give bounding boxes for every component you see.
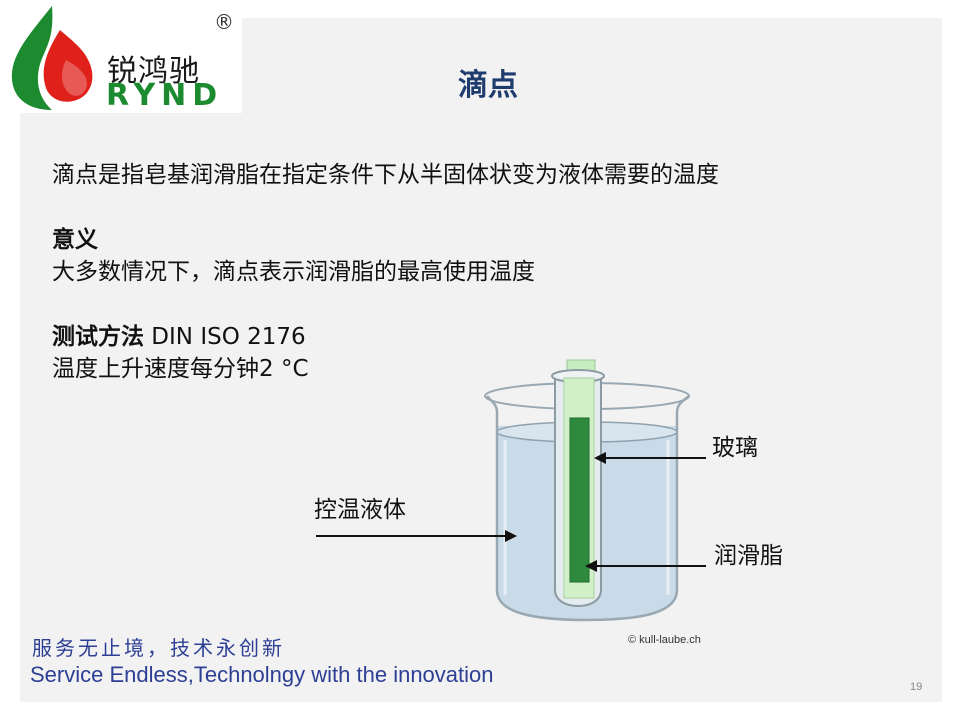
- grease-sample: [569, 417, 590, 583]
- beaker-wall: [486, 395, 690, 622]
- page-title: 滴点: [458, 68, 518, 103]
- arrowhead-fluid-icon: [505, 530, 517, 542]
- method-heading: 测试方法: [52, 324, 144, 350]
- label-control-fluid: 控温液体: [314, 497, 406, 523]
- method-line: 测试方法 DIN ISO 2176: [52, 317, 306, 351]
- slogan-chinese: 服务无止境，技术永创新: [32, 636, 285, 660]
- slogan-english: Service Endless,Technolngy with the inno…: [30, 662, 494, 687]
- logo-chinese-name: 锐鸿驰: [107, 54, 200, 89]
- registered-mark: ®: [214, 10, 234, 34]
- slide-background: [20, 18, 942, 702]
- meaning-text: 大多数情况下，滴点表示润滑脂的最高使用温度: [52, 259, 535, 285]
- definition-text: 滴点是指皂基润滑脂在指定条件下从半固体状变为液体需要的温度: [52, 162, 719, 188]
- arrowhead-grease-icon: [585, 560, 597, 572]
- page-number: 19: [910, 681, 923, 693]
- label-glass: 玻璃: [712, 435, 758, 461]
- flame-logo-icon: [11, 6, 93, 110]
- meaning-heading: 意义: [52, 227, 98, 253]
- image-copyright: © kull-laube.ch: [628, 634, 701, 646]
- company-logo: 锐鸿驰 RYND ®: [0, 0, 242, 113]
- logo-english-name: RYND: [106, 78, 224, 113]
- arrowhead-glass-icon: [594, 452, 606, 464]
- label-grease: 润滑脂: [714, 543, 783, 569]
- method-standard: DIN ISO 2176: [144, 324, 306, 350]
- method-text: 温度上升速度每分钟2 °C: [52, 356, 309, 382]
